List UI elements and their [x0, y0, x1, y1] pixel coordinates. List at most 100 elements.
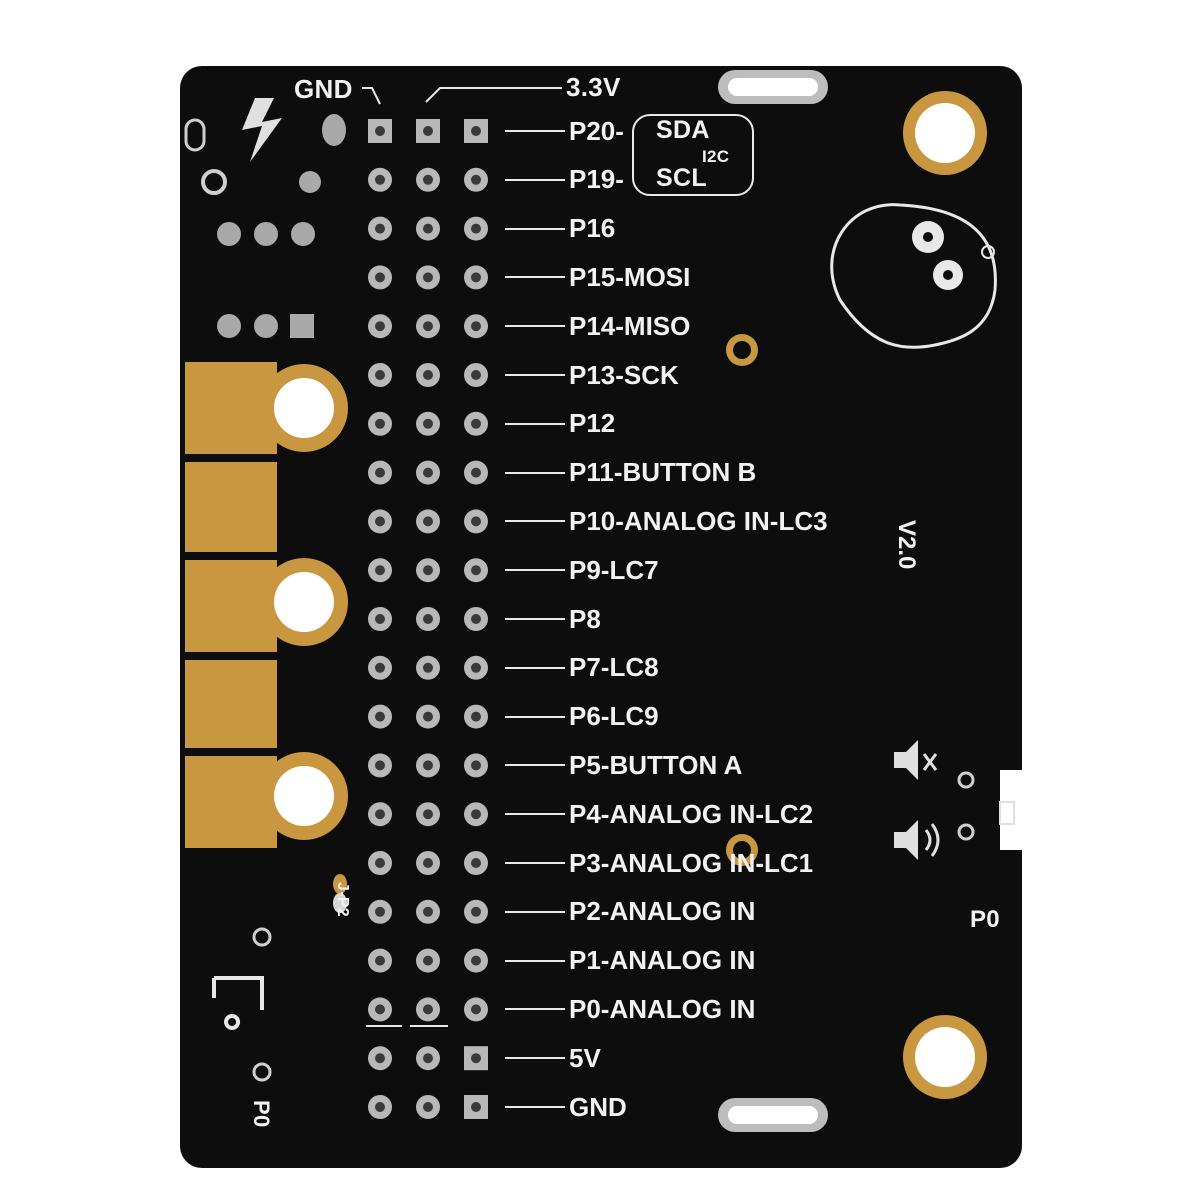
header-pin-hole: [423, 906, 433, 917]
header-pin-hole: [423, 1102, 433, 1112]
pin-label: GND: [569, 1091, 627, 1122]
header-pin-hole: [471, 906, 481, 917]
v33-leader: [425, 87, 562, 103]
pin-leader-line: [505, 325, 565, 328]
header-pin-hole: [471, 760, 481, 771]
pin-label: 5V: [569, 1042, 601, 1073]
pin-label: P3-ANALOG IN-LC1: [569, 847, 814, 878]
header-pin-hole: [471, 1102, 481, 1112]
pin-leader-line: [505, 520, 565, 523]
header-pin-hole: [471, 223, 481, 234]
version-label: V2.0: [893, 520, 920, 570]
pin-leader-line: [505, 569, 565, 572]
header-pin-hole: [375, 955, 385, 966]
pin-label-row: P9-LC7: [505, 555, 659, 585]
p0-right-label: P0: [970, 906, 1000, 933]
pin-leader-line: [505, 276, 565, 279]
pin-label-row: P15-MOSI: [505, 262, 690, 292]
pin-label-row: P13-SCK: [505, 360, 679, 390]
header-pin-hole: [423, 467, 433, 478]
pin-label-row: P3-ANALOG IN-LC1: [505, 848, 813, 878]
pin-label: P1-ANALOG IN: [569, 945, 756, 976]
pin-label-row: P11-BUTTON B: [505, 457, 757, 488]
header-pin-hole: [375, 126, 385, 136]
header-pin-hole: [471, 858, 481, 868]
header-pin-hole: [375, 906, 385, 917]
pin-label-row: P2-ANALOG IN: [505, 896, 756, 927]
pad: [217, 222, 241, 246]
header-pin-hole: [423, 809, 433, 820]
speaker-on-icon: [894, 820, 918, 860]
pad: [322, 114, 346, 146]
pin-leader-line: [505, 1106, 565, 1108]
header-pin-hole: [423, 516, 433, 527]
header-pin-hole: [471, 955, 481, 966]
header-pin-hole: [375, 662, 385, 673]
header-pin-hole: [423, 321, 433, 332]
pin-label: P9-LC7: [569, 554, 659, 585]
header-pin-hole: [375, 467, 385, 478]
lightning-icon: [242, 98, 282, 162]
via: [252, 1062, 272, 1082]
pin-label: P10-ANALOG IN-LC3: [569, 505, 828, 536]
p0-left-label: P0: [249, 1100, 274, 1128]
header-pin-hole: [375, 565, 385, 576]
header-pin-hole: [375, 321, 385, 332]
pin-leader-line: [505, 715, 565, 718]
pin-label: P14-MISO: [569, 310, 691, 341]
pin-label: P8: [569, 603, 601, 634]
pin-label-row: P20-: [505, 116, 624, 146]
header-pin-hole: [471, 614, 481, 624]
header-pin-hole: [471, 370, 481, 380]
header-pin-hole: [423, 760, 433, 771]
header-pin-hole: [471, 467, 481, 478]
pin-label: P7-LC8: [569, 652, 659, 683]
header-pin-hole: [423, 272, 433, 283]
gnd-top-label: GND: [294, 74, 353, 104]
pin-label-row: P6-LC9: [505, 701, 659, 732]
header-pin-hole: [375, 516, 385, 527]
pin-leader-line: [505, 227, 565, 230]
header-pin-hole: [423, 711, 433, 722]
pad: [217, 314, 241, 338]
pin-leader-line: [505, 618, 565, 620]
pad: [254, 222, 278, 246]
pin-leader-line: [505, 764, 565, 767]
via: [957, 771, 975, 789]
header-pin-hole: [471, 126, 481, 136]
header-pin-hole: [423, 223, 433, 234]
pin-leader-line: [505, 1008, 565, 1011]
pin-leader-line: [505, 813, 565, 816]
header-pin-hole: [471, 1053, 481, 1064]
header-pin-grid: [368, 119, 488, 1119]
board-edge-notch: [1000, 770, 1024, 850]
pin-leader-line: [505, 862, 565, 864]
pin-label-row: P7-LC8: [505, 652, 659, 683]
pin-label: P2-ANALOG IN: [569, 896, 756, 927]
pin-label-row: P16: [505, 213, 615, 244]
pin-leader-line: [505, 422, 565, 425]
pin-label-row: GND: [505, 1092, 627, 1122]
pin-leader-line: [505, 471, 565, 474]
pin-label: P11-BUTTON B: [569, 457, 757, 488]
pin-label-row: P10-ANALOG IN-LC3: [505, 506, 828, 536]
pin-label-row: P1-ANALOG IN: [505, 945, 756, 976]
header-pin-hole: [375, 711, 385, 722]
header-pin-hole: [423, 858, 433, 868]
pin-leader-line: [505, 178, 565, 181]
pin-leader-line: [505, 130, 565, 132]
pin-leader-line: [505, 374, 565, 376]
header-pin-hole: [471, 174, 481, 185]
header-pin-hole: [423, 955, 433, 966]
header-pin-hole: [375, 809, 385, 820]
header-pin-hole: [375, 272, 385, 283]
scl-label: SCL: [656, 164, 707, 192]
header-pin-hole: [471, 418, 481, 429]
header-pin-hole: [423, 1004, 433, 1015]
pad: [201, 169, 227, 195]
header-pin-hole: [375, 1004, 385, 1015]
gnd-leader: [362, 87, 381, 105]
pad: [299, 171, 321, 193]
pin-label: P5-BUTTON A: [569, 749, 743, 780]
sda-label: SDA: [656, 116, 710, 144]
